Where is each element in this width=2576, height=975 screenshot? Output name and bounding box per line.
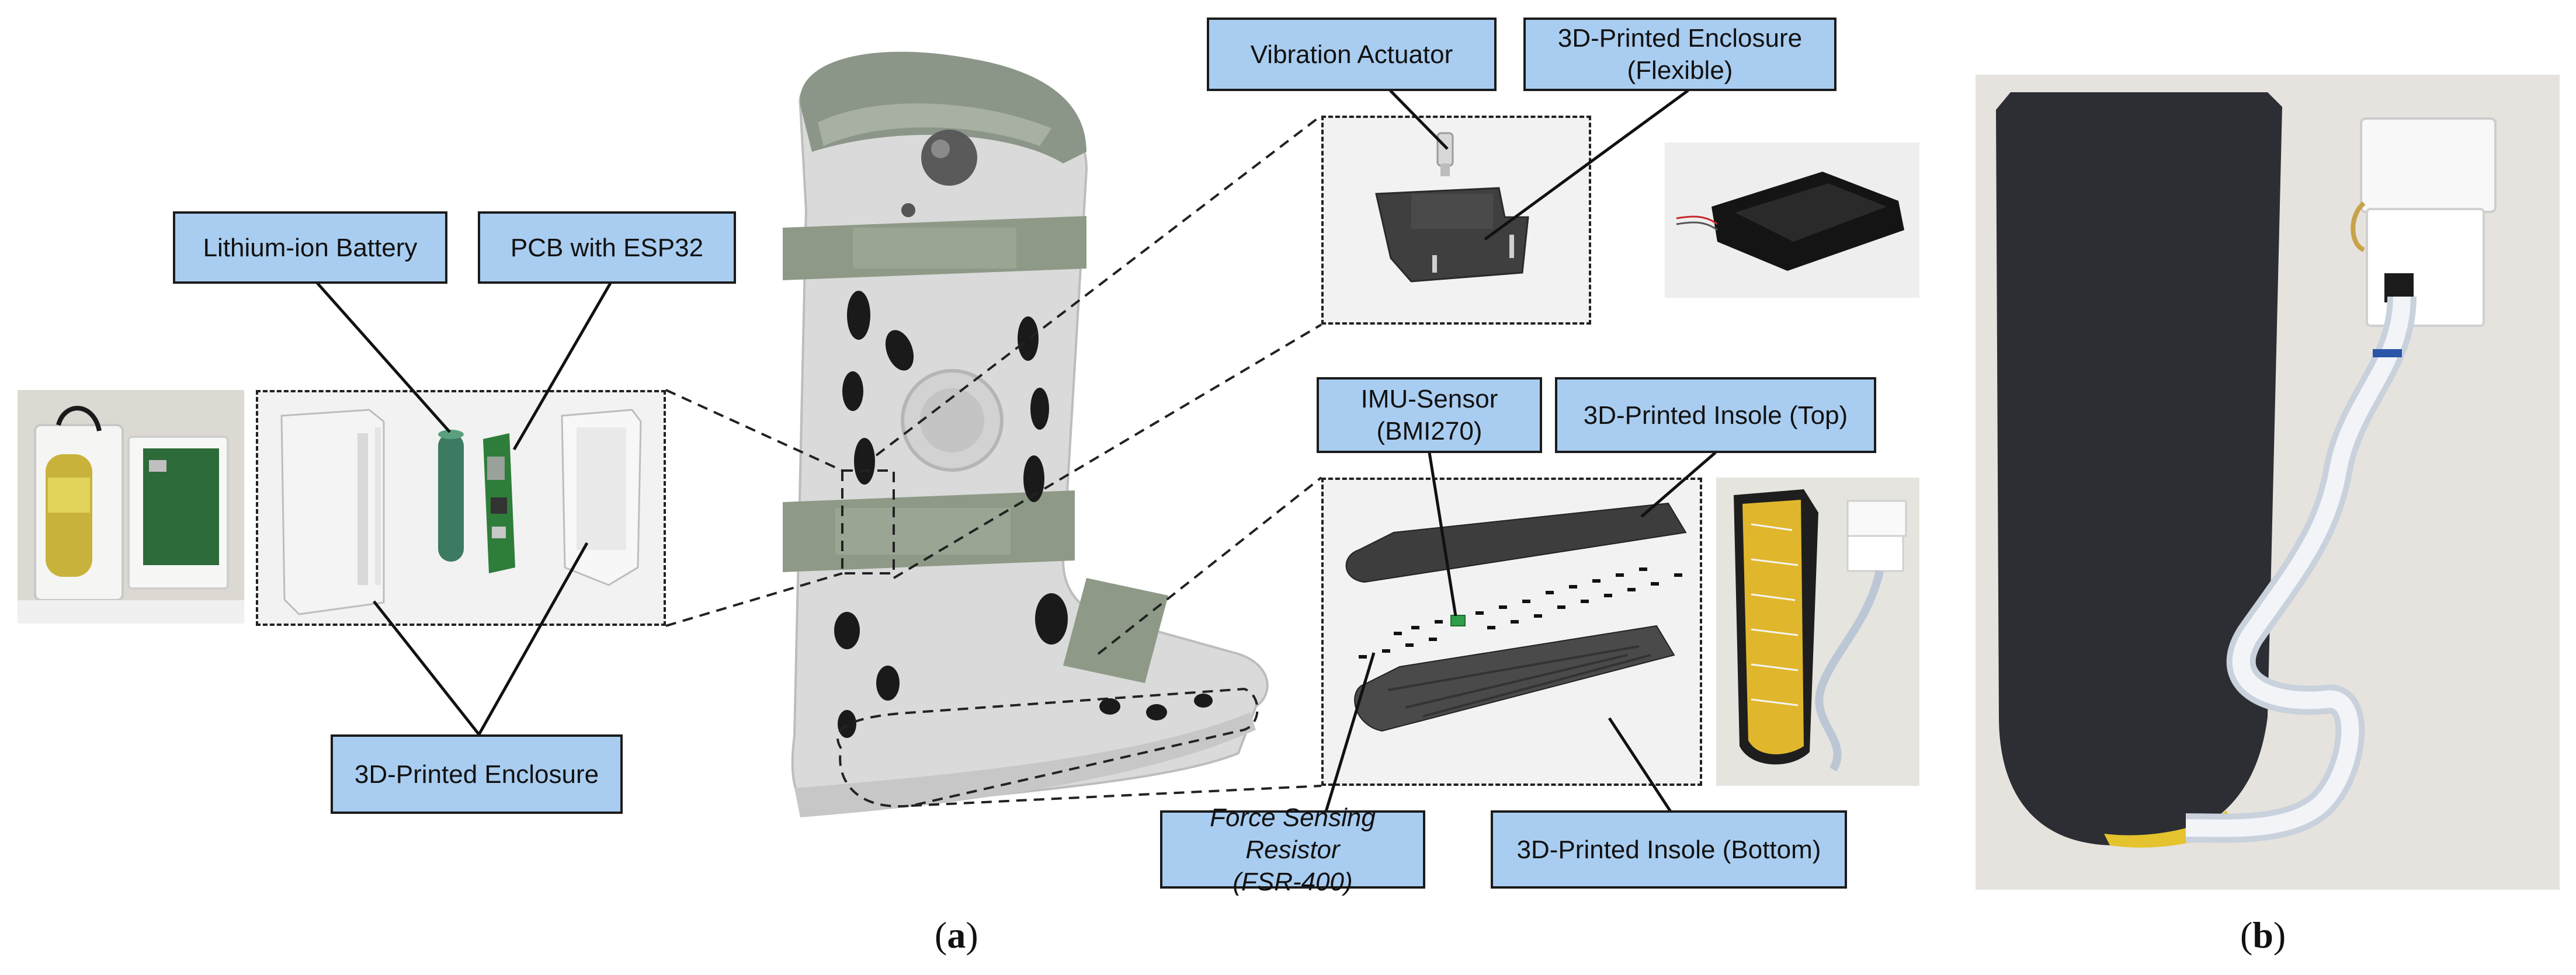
label-imu-sensor: IMU-Sensor (BMI270) xyxy=(1317,377,1542,453)
walker-boot-illustration xyxy=(759,35,1285,841)
photo-insole-wiring xyxy=(1716,478,1919,786)
panel-letter-a: (a) xyxy=(935,914,978,956)
enclosure-exploded-box xyxy=(256,390,666,626)
photo-flexible-enclosure xyxy=(1665,142,1919,298)
actuator-exploded-box xyxy=(1321,116,1591,325)
label-enclosure: 3D-Printed Enclosure xyxy=(331,734,623,814)
label-vibration-actuator: Vibration Actuator xyxy=(1207,18,1497,91)
label-insole-top: 3D-Printed Insole (Top) xyxy=(1555,377,1876,453)
label-fsr-line2: (FSR-400) xyxy=(1233,867,1353,896)
panel-letter-b: (b) xyxy=(2240,914,2286,956)
label-enclosure-flexible-line2: (Flexible) xyxy=(1627,56,1733,85)
label-fsr: Force Sensing Resistor (FSR-400) xyxy=(1160,803,1425,896)
label-lithium-battery: Lithium-ion Battery xyxy=(173,211,447,284)
label-imu-line1: IMU-Sensor xyxy=(1360,385,1498,413)
photo-open-enclosure xyxy=(18,390,244,624)
label-enclosure-flexible: 3D-Printed Enclosure (Flexible) xyxy=(1523,18,1836,91)
label-insole-bottom: 3D-Printed Insole (Bottom) xyxy=(1491,810,1847,889)
insole-exploded-box xyxy=(1321,478,1702,786)
photo-insole-b xyxy=(1976,75,2560,890)
label-enclosure-flexible-line1: 3D-Printed Enclosure xyxy=(1557,24,1803,53)
label-fsr-line1: Force Sensing Resistor xyxy=(1210,803,1376,864)
label-pcb-esp32: PCB with ESP32 xyxy=(478,211,736,284)
label-imu-line2: (BMI270) xyxy=(1376,417,1483,445)
